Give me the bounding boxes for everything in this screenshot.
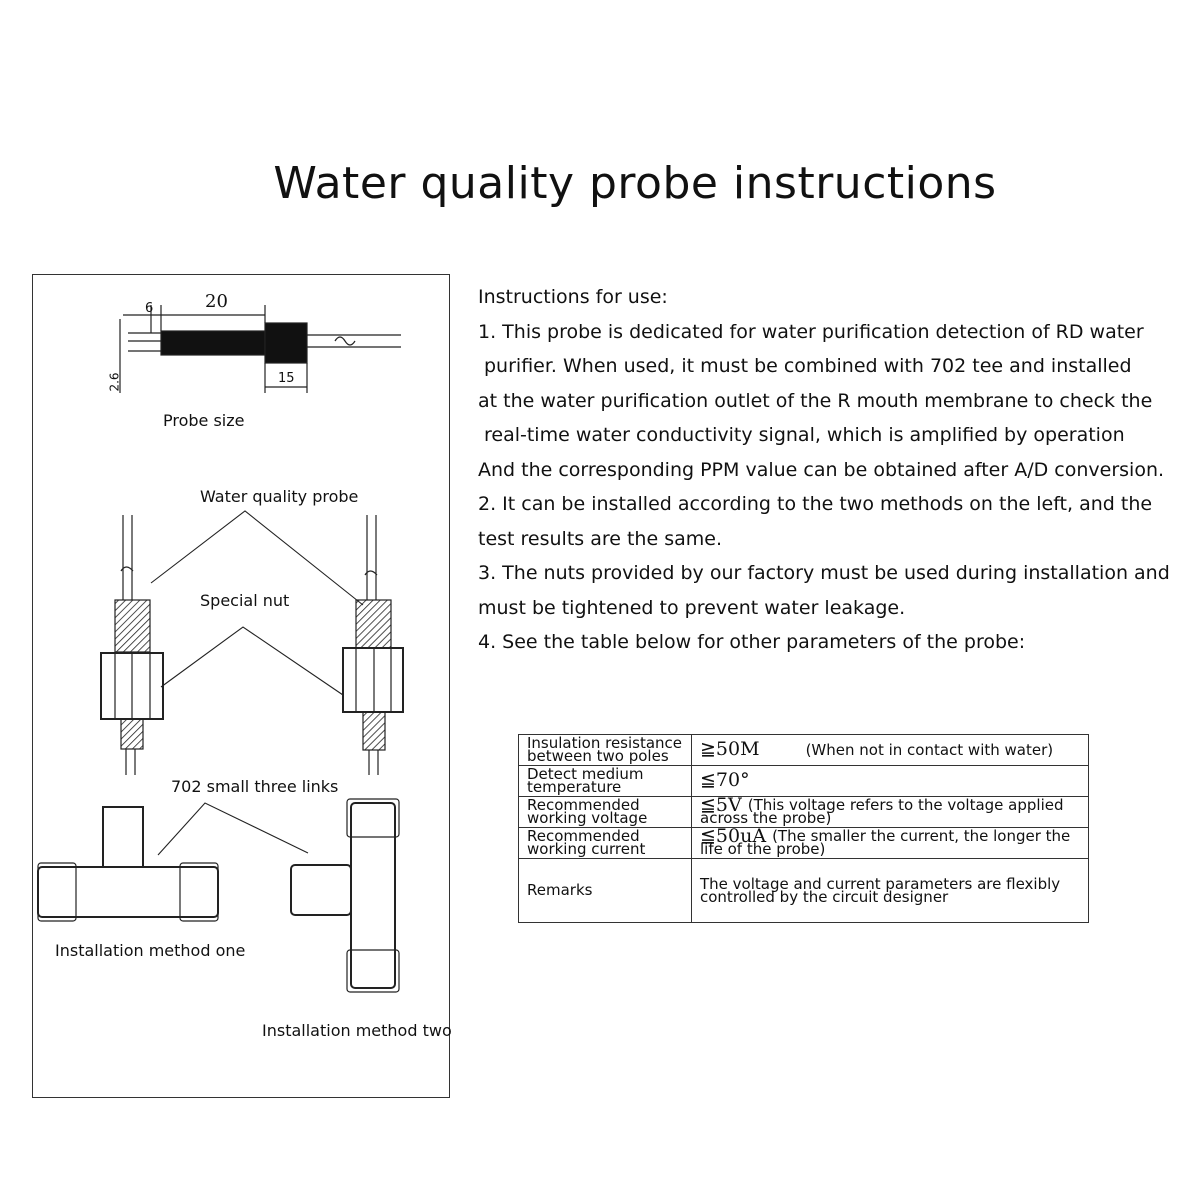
probe-size-drawing bbox=[119, 305, 401, 393]
instruction-line: 2. It can be installed according to the … bbox=[478, 493, 1153, 515]
page-title: Water quality probe instructions bbox=[273, 158, 997, 209]
instruction-line: purifier. When used, it must be combined… bbox=[484, 355, 1132, 377]
instruction-line: 3. The nuts provided by our factory must… bbox=[478, 562, 1170, 584]
dim-15: 15 bbox=[278, 371, 295, 386]
param-value: ≧50M(When not in contact with water) bbox=[691, 734, 1089, 766]
method-one-label: Installation method one bbox=[55, 941, 246, 960]
param-value: ≦50uA(The smaller the current, the longe… bbox=[691, 827, 1089, 859]
assembly-left bbox=[37, 515, 219, 922]
instruction-line: must be tightened to prevent water leaka… bbox=[478, 596, 906, 619]
table-row: Remarks The voltage and current paramete… bbox=[518, 858, 1089, 923]
probe-diagram bbox=[37, 305, 404, 993]
instruction-line: at the water purification outlet of the … bbox=[478, 389, 1153, 412]
water-quality-probe-label: Water quality probe bbox=[200, 487, 359, 506]
param-value: ≦70° bbox=[691, 765, 1089, 797]
instructions: Instructions for use: 1. This probe is d… bbox=[478, 280, 1198, 660]
instruction-line: 4. See the table below for other paramet… bbox=[478, 631, 1026, 653]
diagram-panel: 20 6 15 2.6 Probe size Water quality pro… bbox=[32, 274, 452, 1098]
param-value: ≦5V(This voltage refers to the voltage a… bbox=[691, 796, 1089, 828]
dim-20: 20 bbox=[205, 291, 228, 312]
instructions-heading: Instructions for use: bbox=[478, 286, 668, 308]
probe-size-label: Probe size bbox=[163, 411, 245, 430]
param-value: The voltage and current parameters are f… bbox=[691, 858, 1089, 923]
instruction-line: real-time water conductivity signal, whi… bbox=[484, 424, 1125, 446]
assembly-right bbox=[290, 515, 404, 993]
param-key: Remarks bbox=[518, 858, 692, 923]
special-nut-label: Special nut bbox=[200, 591, 290, 610]
dim-6: 6 bbox=[145, 301, 154, 316]
instruction-line: 1. This probe is dedicated for water pur… bbox=[478, 320, 1144, 343]
method-two-label: Installation method two bbox=[262, 1021, 452, 1040]
instruction-line: And the corresponding PPM value can be o… bbox=[478, 458, 1165, 481]
dim-2-6: 2.6 bbox=[107, 372, 122, 392]
leader-lines bbox=[150, 510, 364, 856]
tee-links-label: 702 small three links bbox=[171, 777, 339, 796]
instruction-line: test results are the same. bbox=[478, 527, 722, 550]
